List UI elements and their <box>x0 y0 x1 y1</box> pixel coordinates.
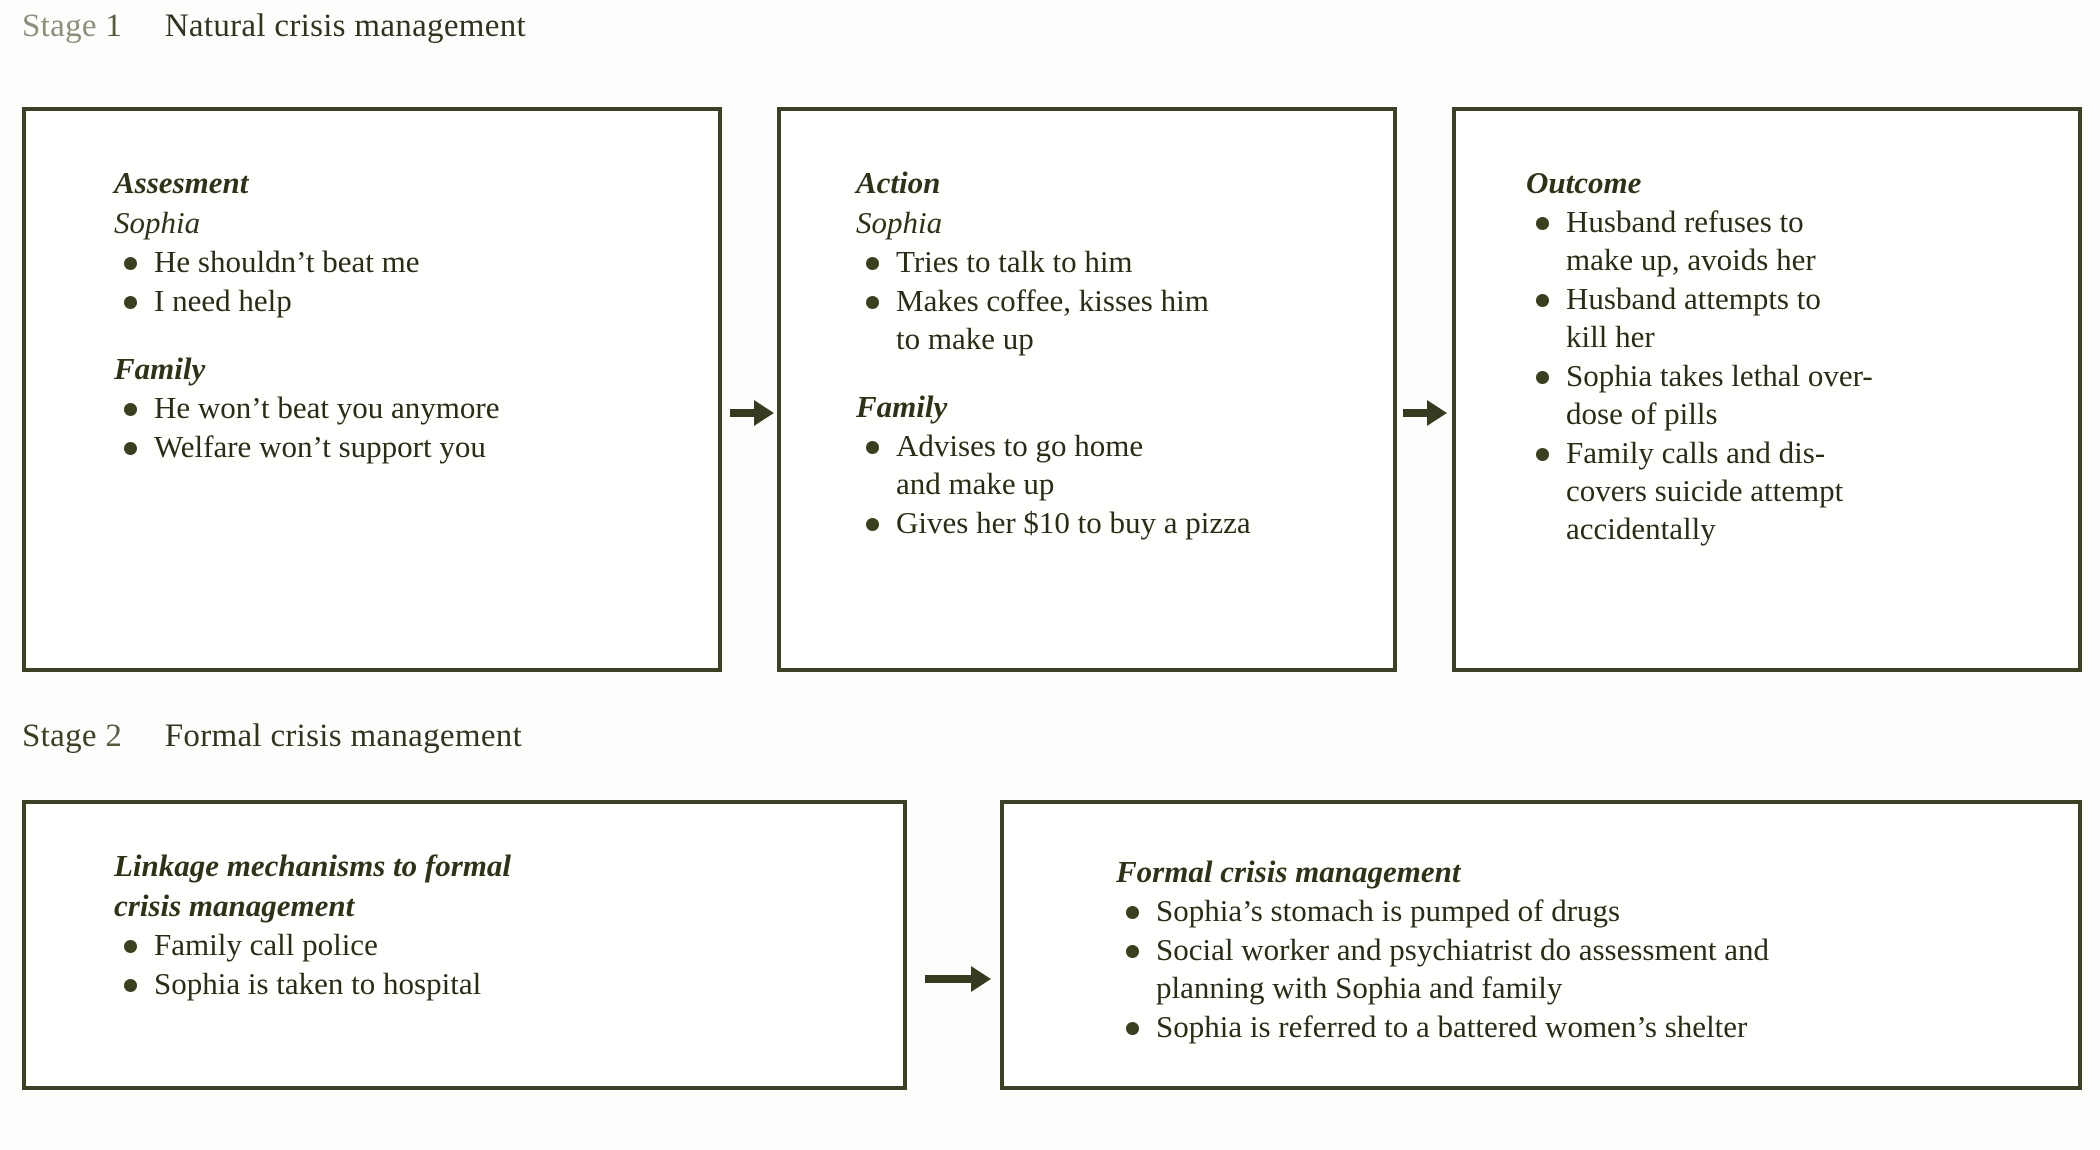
stage1-box1-heading: Assesment <box>114 165 249 200</box>
list-item-text: Sophia is taken to hospital <box>154 966 482 1001</box>
bullet-dot-icon <box>124 257 137 270</box>
bullet-dot-icon <box>1126 945 1139 958</box>
bullet-dot-icon <box>1536 294 1549 307</box>
group-spacer <box>856 359 1386 387</box>
list-item-text: I need help <box>154 283 292 318</box>
list-item: Sophia is taken to hospital <box>114 965 874 1003</box>
list-item-text: Family calls and dis- covers suicide att… <box>1566 435 1844 546</box>
stage-1-title: Natural crisis management <box>164 8 526 44</box>
stage1-box1-group2-list: He won’t beat you anymore Welfare won’t … <box>114 389 694 466</box>
stage1-box1-group1-subheading: Sophia <box>114 205 201 240</box>
stage1-box2-group1-subheading: Sophia <box>856 205 943 240</box>
stage1-box-outcome: Outcome Husband refuses to make up, avoi… <box>1452 107 2082 672</box>
list-item-text: Sophia’s stomach is pumped of drugs <box>1156 893 1621 928</box>
stage2-box-linkage: Linkage mechanisms to formal crisis mana… <box>22 800 907 1090</box>
arrow-head-icon <box>754 400 774 426</box>
stage1-box1-group1-list: He shouldn’t beat me I need help <box>114 243 694 320</box>
list-item-text: Husband attempts to kill her <box>1566 281 1821 354</box>
stage-1-label: Stage 1 Natural crisis management <box>22 8 526 45</box>
stage2-box1-heading: Linkage mechanisms to formal crisis mana… <box>114 848 511 923</box>
stage-2-label-word: Stage <box>22 718 97 754</box>
list-item: I need help <box>114 282 694 320</box>
bullet-dot-icon <box>866 518 879 531</box>
list-item-text: Social worker and psychiatrist do assess… <box>1156 932 1769 1005</box>
list-item-text: Gives her $10 to buy a pizza <box>896 505 1251 540</box>
stage2-box-formal-crisis-management: Formal crisis management Sophia’s stomac… <box>1000 800 2082 1090</box>
bullet-dot-icon <box>1536 448 1549 461</box>
list-item: Tries to talk to him <box>856 243 1386 281</box>
bullet-dot-icon <box>1536 371 1549 384</box>
stage1-box3-list: Husband refuses to make up, avoids her H… <box>1526 203 2071 548</box>
list-item-text: He shouldn’t beat me <box>154 244 420 279</box>
bullet-dot-icon <box>1536 217 1549 230</box>
list-item: Advises to go home and make up <box>856 427 1386 503</box>
list-item: Sophia is referred to a battered women’s… <box>1116 1008 2056 1046</box>
bullet-dot-icon <box>124 442 137 455</box>
list-item: Family call police <box>114 926 874 964</box>
list-item-text: Family call police <box>154 927 378 962</box>
bullet-dot-icon <box>124 979 137 992</box>
list-item: Husband attempts to kill her <box>1526 280 2071 356</box>
stage1-box-action: Action Sophia Tries to talk to him Makes… <box>777 107 1397 672</box>
stage-2-label-number: 2 <box>105 718 123 754</box>
stage1-box2-group1-list: Tries to talk to him Makes coffee, kisse… <box>856 243 1386 358</box>
stage-2-title: Formal crisis management <box>164 718 523 754</box>
list-item: Gives her $10 to buy a pizza <box>856 504 1386 542</box>
arrow-head-icon <box>1427 400 1447 426</box>
bullet-dot-icon <box>866 296 879 309</box>
stage1-box2-group2-list: Advises to go home and make up Gives her… <box>856 427 1386 542</box>
list-item: Makes coffee, kisses him to make up <box>856 282 1386 358</box>
list-item: Husband refuses to make up, avoids her <box>1526 203 2071 279</box>
list-item: Sophia’s stomach is pumped of drugs <box>1116 892 2056 930</box>
list-item-text: Tries to talk to him <box>896 244 1133 279</box>
bullet-dot-icon <box>124 296 137 309</box>
list-item: Family calls and dis- covers suicide att… <box>1526 434 2071 548</box>
bullet-dot-icon <box>124 403 137 416</box>
list-item-text: Makes coffee, kisses him to make up <box>896 283 1209 356</box>
stage-2-label: Stage 2 Formal crisis management <box>22 718 522 755</box>
stage-1-label-word: Stage <box>22 8 97 44</box>
stage1-box1-group2-subheading: Family <box>114 351 206 386</box>
stage1-box3-heading: Outcome <box>1526 165 1642 200</box>
list-item-text: Sophia is referred to a battered women’s… <box>1156 1009 1748 1044</box>
list-item-text: Welfare won’t support you <box>154 429 486 464</box>
list-item: Social worker and psychiatrist do assess… <box>1116 931 2056 1007</box>
stage2-box2-heading: Formal crisis management <box>1116 854 1461 889</box>
stage1-box-assessment: Assesment Sophia He shouldn’t beat me I … <box>22 107 722 672</box>
arrow-head-icon <box>971 966 991 992</box>
stage2-box1-list: Family call police Sophia is taken to ho… <box>114 926 874 1003</box>
arrow-shaft <box>925 975 973 983</box>
list-item: Welfare won’t support you <box>114 428 694 466</box>
list-item-text: Husband refuses to make up, avoids her <box>1566 204 1816 277</box>
list-item-text: He won’t beat you anymore <box>154 390 500 425</box>
bullet-dot-icon <box>866 257 879 270</box>
group-spacer <box>114 321 694 349</box>
list-item: He shouldn’t beat me <box>114 243 694 281</box>
list-item-text: Advises to go home and make up <box>896 428 1144 501</box>
stage-1-label-number: 1 <box>105 8 123 44</box>
bullet-dot-icon <box>866 441 879 454</box>
bullet-dot-icon <box>124 940 137 953</box>
stage1-box2-group2-subheading: Family <box>856 389 948 424</box>
list-item: He won’t beat you anymore <box>114 389 694 427</box>
arrow-shaft <box>730 409 756 417</box>
arrow-shaft <box>1403 409 1429 417</box>
list-item-text: Sophia takes lethal over- dose of pills <box>1566 358 1873 431</box>
stage1-box2-heading: Action <box>856 165 941 200</box>
bullet-dot-icon <box>1126 906 1139 919</box>
bullet-dot-icon <box>1126 1022 1139 1035</box>
stage2-box2-list: Sophia’s stomach is pumped of drugs Soci… <box>1116 892 2056 1046</box>
list-item: Sophia takes lethal over- dose of pills <box>1526 357 2071 433</box>
